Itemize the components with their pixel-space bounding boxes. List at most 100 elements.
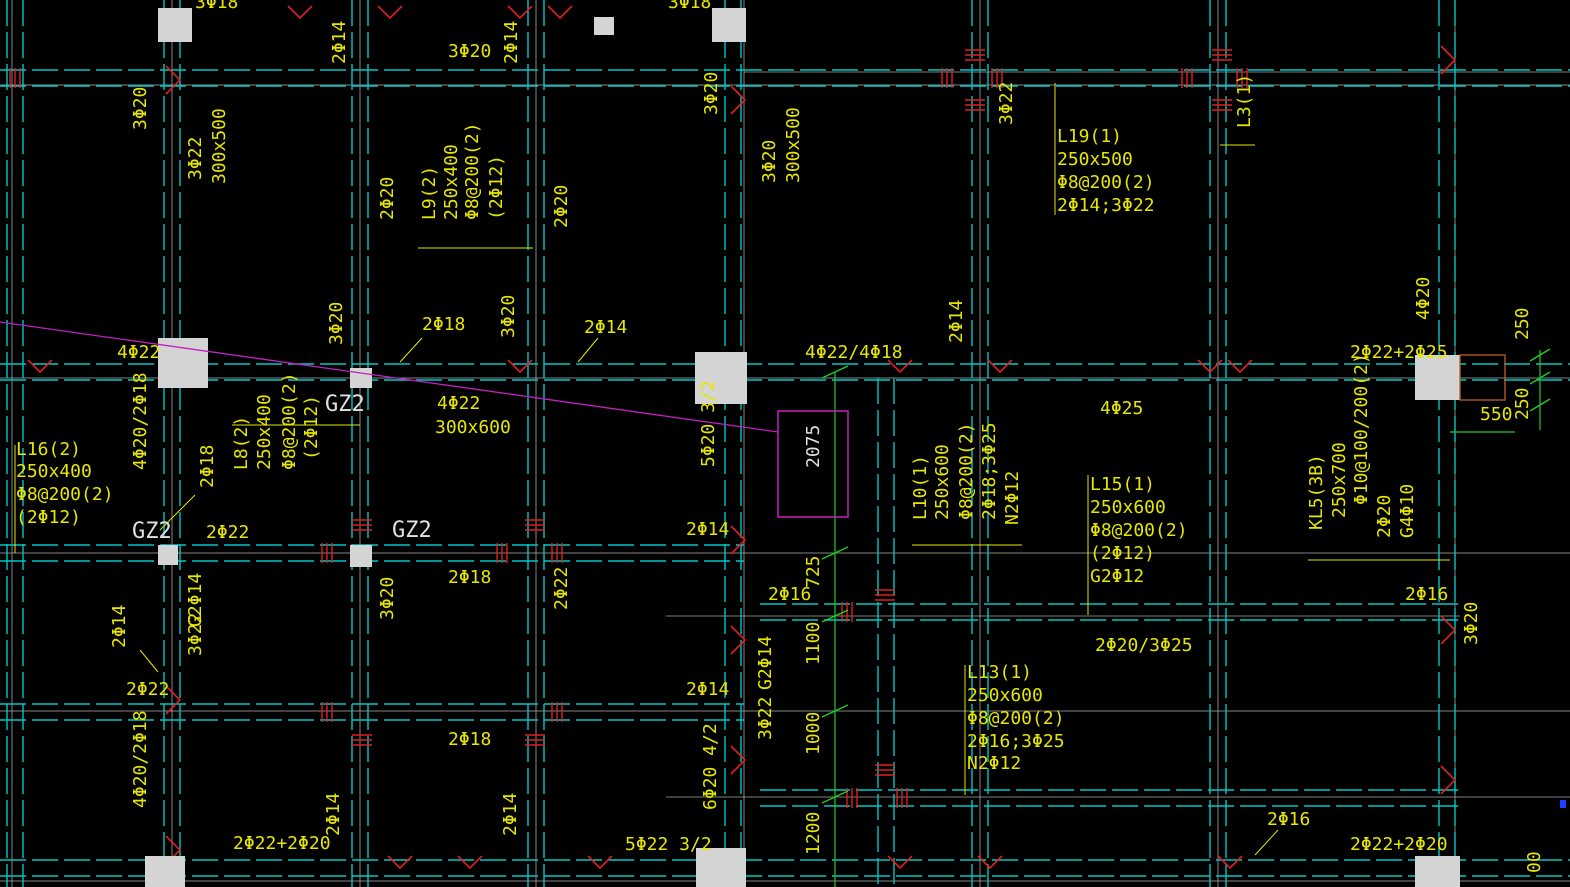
rebar-label: (2Φ12) — [1090, 543, 1155, 564]
rebar-label: 300x500 — [209, 108, 230, 184]
leader-line — [0, 321, 779, 433]
rebar-label: GZ2 — [325, 392, 365, 417]
rebar-label: GZ2 — [392, 518, 432, 543]
columns[interactable] — [145, 8, 1460, 887]
column[interactable] — [1415, 856, 1460, 887]
column[interactable] — [712, 8, 746, 42]
rebar-label: 3Φ18 — [195, 0, 238, 13]
rebar-hook — [1440, 45, 1457, 75]
rebar-hook — [1197, 359, 1223, 374]
rebar-label: 250x600 — [967, 685, 1043, 706]
rebar-label: Φ8@200(2) — [956, 422, 977, 520]
cursor-marker — [1560, 800, 1566, 808]
rebar-label: 1100 — [803, 622, 824, 665]
rebar-label: G4Φ10 — [1397, 484, 1418, 538]
label-leader — [399, 337, 423, 363]
rebar-label: 2Φ22+2Φ20 — [233, 833, 331, 854]
rebar-hook — [165, 65, 182, 95]
rebar-hook — [730, 625, 747, 655]
column[interactable] — [1415, 355, 1460, 400]
rebar-label: 250 — [1512, 387, 1533, 420]
rebar-label: 3Φ20 — [498, 295, 519, 338]
rebar-label: 2Φ20 — [377, 177, 398, 220]
column-outline — [1459, 354, 1506, 401]
rebar-label: 4Φ20 — [1413, 277, 1434, 320]
rebar-hook — [1217, 855, 1243, 870]
column[interactable] — [158, 338, 208, 388]
rebar-label: Φ8@200(2) — [462, 122, 483, 220]
column[interactable] — [350, 545, 372, 567]
rebar-label: Φ8@200(2) — [1057, 172, 1155, 193]
rebar-label: 2Φ14 — [686, 519, 729, 540]
rebar-label: 2Φ14 — [323, 793, 344, 836]
column[interactable] — [695, 352, 747, 404]
rebar-label: L13(1) — [967, 662, 1032, 683]
rebar-label: 250 — [1512, 307, 1533, 340]
column[interactable] — [350, 368, 372, 388]
rebar-label: 4Φ22 — [437, 393, 480, 414]
rebar-label: Φ8@200(2) — [16, 484, 114, 505]
rebar-marks — [9, 5, 1457, 870]
rebar-label: 1200 — [803, 812, 824, 855]
highlight-box[interactable] — [777, 410, 849, 518]
rebar-label: 6Φ20 4/2 — [700, 723, 721, 810]
dimension-tick — [1529, 371, 1551, 385]
rebar-hook — [165, 685, 182, 715]
rebar-label: Φ8@200(2) — [1090, 520, 1188, 541]
rebar-label: 3Φ20 — [130, 87, 151, 130]
rebar-hook — [1440, 615, 1457, 645]
rebar-label: 2Φ14;3Φ22 — [1057, 195, 1155, 216]
rebar-label: 2Φ20 — [1374, 495, 1395, 538]
rebar-label: N2Φ12 — [967, 753, 1021, 774]
column[interactable] — [158, 545, 178, 565]
rebar-label: GZ2 — [132, 519, 172, 544]
rebar-hook — [1440, 765, 1457, 795]
rebar-label: 2Φ20 — [551, 185, 572, 228]
rebar-label: 2Φ16 — [1405, 584, 1448, 605]
rebar-label: Φ10@100/200(2) — [1351, 353, 1372, 505]
rebar-label: 3Φ20 — [759, 140, 780, 183]
rebar-label: 2Φ18 — [422, 314, 465, 335]
rebar-hook — [987, 359, 1013, 374]
rebar-label: 3Φ22 — [755, 697, 776, 740]
rebar-label: 3Φ18 — [668, 0, 711, 13]
rebar-hook — [27, 359, 53, 374]
rebar-label: L16(2) — [16, 439, 81, 460]
rebar-label: L9(2) — [419, 166, 440, 220]
rebar-label: 4Φ20/2Φ18 — [130, 372, 151, 470]
highlight-annotations[interactable] — [0, 321, 1566, 808]
column[interactable] — [145, 856, 185, 887]
rebar-label: L3(1) — [1234, 74, 1255, 128]
rebar-hook — [977, 855, 1003, 870]
rebar-label: 250x400 — [16, 461, 92, 482]
rebar-label: 5Φ20 3/2 — [698, 380, 719, 467]
rebar-label: (2Φ12) — [486, 155, 507, 220]
rebar-hook — [457, 855, 483, 870]
column[interactable] — [158, 8, 192, 42]
rebar-label: N2Φ12 — [1002, 471, 1023, 525]
rebar-label: 3Φ20 — [377, 577, 398, 620]
dimension-tick — [821, 790, 849, 804]
rebar-label: (2Φ12) — [16, 507, 81, 528]
rebar-label: G2Φ14 — [755, 636, 776, 690]
rebar-label: 4Φ20/2Φ18 — [130, 710, 151, 808]
rebar-label: L8(2) — [231, 416, 252, 470]
rebar-label: 5Φ22 3/2 — [625, 834, 712, 855]
rebar-hook — [887, 359, 913, 374]
rebar-label: 2Φ22 — [126, 679, 169, 700]
dimension-tick — [821, 609, 849, 623]
dimension-tick — [821, 546, 849, 560]
rebar-label: 3Φ20 — [1461, 602, 1482, 645]
rebar-label: L19(1) — [1057, 126, 1122, 147]
rebar-label: 250x400 — [441, 144, 462, 220]
rebar-label: L15(1) — [1090, 474, 1155, 495]
column[interactable] — [696, 848, 746, 887]
rebar-label: 2Φ20/3Φ25 — [1095, 635, 1193, 656]
rebar-label: 2Φ18 — [197, 445, 218, 488]
rebar-label: 3Φ20 — [448, 41, 491, 62]
rebar-label: 2Φ14 — [584, 317, 627, 338]
column[interactable] — [594, 17, 614, 35]
rebar-label: 3Φ22 — [185, 137, 206, 180]
